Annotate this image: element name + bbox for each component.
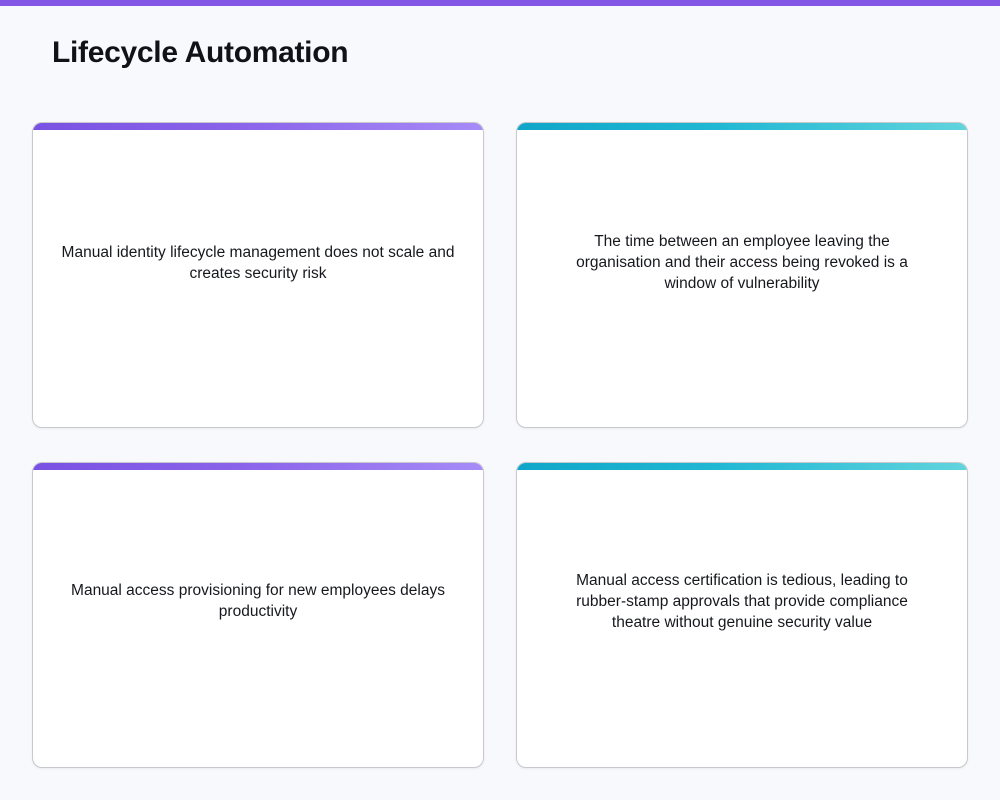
insight-card[interactable]: Manual access provisioning for new emplo… bbox=[32, 462, 484, 768]
card-body: The time between an employee leaving the… bbox=[517, 123, 967, 294]
card-text: Manual access certification is tedious, … bbox=[576, 572, 908, 631]
card-text: The time between an employee leaving the… bbox=[576, 233, 908, 292]
card-accent-bar bbox=[33, 123, 483, 130]
page-title: Lifecycle Automation bbox=[52, 36, 349, 69]
insight-card[interactable]: The time between an employee leaving the… bbox=[516, 122, 968, 428]
card-accent-bar bbox=[517, 463, 967, 470]
card-accent-bar bbox=[517, 123, 967, 130]
card-body: Manual identity lifecycle management doe… bbox=[33, 123, 483, 284]
card-text: Manual access provisioning for new emplo… bbox=[71, 582, 445, 620]
insight-card[interactable]: Manual access certification is tedious, … bbox=[516, 462, 968, 768]
card-grid: Manual identity lifecycle management doe… bbox=[32, 122, 968, 768]
insight-card[interactable]: Manual identity lifecycle management doe… bbox=[32, 122, 484, 428]
card-body: Manual access certification is tedious, … bbox=[517, 463, 967, 633]
page-top-accent-bar bbox=[0, 0, 1000, 6]
card-body: Manual access provisioning for new emplo… bbox=[33, 463, 483, 622]
card-accent-bar bbox=[33, 463, 483, 470]
card-text: Manual identity lifecycle management doe… bbox=[61, 244, 455, 282]
